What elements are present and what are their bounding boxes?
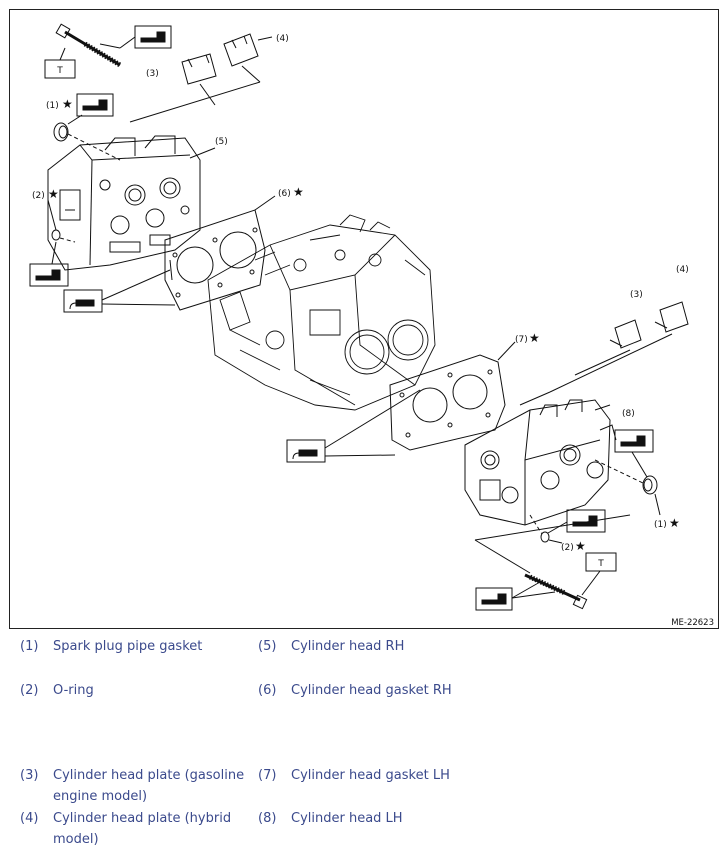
cylinder-head-rh (47, 135, 201, 271)
legend-number: (2) (20, 683, 39, 698)
legend-number: (8) (258, 811, 277, 826)
callout-6: (6) (278, 189, 291, 199)
bolt-bottom-right (524, 573, 588, 610)
legend-number: (6) (258, 683, 277, 698)
torque-tag-top-label: T (56, 66, 63, 76)
legend-label: Cylinder head plate (hybrid model) (53, 811, 232, 847)
torque-tag-bottom (585, 552, 617, 572)
legend-label: Cylinder head LH (291, 811, 403, 826)
legend-label: Cylinder head gasket LH (291, 768, 450, 783)
legend-label: Spark plug pipe gasket (53, 639, 203, 654)
legend-number: (7) (258, 768, 277, 783)
callout-7: (7) (515, 335, 528, 345)
oil-icon-o-ring-right (547, 509, 606, 534)
plate-4-top (223, 33, 273, 67)
star-1-right: ★ (669, 516, 680, 530)
gasket-1-right (642, 475, 658, 495)
legend-number: (3) (20, 768, 39, 783)
callout-1-right: (1) (654, 520, 667, 530)
oil-icon-gasket-top (67, 93, 114, 125)
figure-code: ME-22623 (671, 618, 714, 628)
oil-icon-gasket-right (614, 429, 654, 478)
cylinder-head-gasket-lh (389, 354, 506, 451)
callout-1-top: (1) (46, 101, 59, 111)
cylinder-head-gasket-rh (164, 209, 266, 311)
engine-block (207, 214, 436, 411)
legend-number: (1) (20, 639, 39, 654)
star-6: ★ (293, 185, 304, 199)
callout-5: (5) (215, 137, 228, 147)
legend-number: (4) (20, 811, 39, 826)
legend-label: Cylinder head gasket RH (291, 683, 452, 698)
plate-3-top (181, 53, 217, 85)
gasket-1-top (53, 122, 69, 142)
o-ring-2-top (47, 199, 61, 241)
callout-2-right: (2) (561, 543, 574, 553)
callout-2-top: (2) (32, 191, 45, 201)
oil-icon-o-ring-top (29, 241, 69, 287)
sealant-icon-rh (63, 269, 176, 313)
star-7: ★ (529, 331, 540, 345)
o-ring-2-right (540, 531, 550, 543)
plate-4-right (654, 301, 689, 333)
diagram-drawing: T T (1) ★ (2) ★ (3) (4) (5) (6) ★ (7) ★ … (29, 23, 714, 628)
oil-icon-bottom (475, 581, 556, 611)
legend-label: Cylinder head plate (gasoline engine mod… (53, 768, 245, 804)
bolt-top-left (55, 23, 122, 68)
callout-4-right: (4) (676, 265, 689, 275)
callout-3-right: (3) (630, 290, 643, 300)
callout-4-top: (4) (276, 34, 289, 44)
torque-tag-bottom-label: T (597, 559, 604, 569)
plate-3-right (609, 319, 642, 349)
callout-8: (8) (622, 409, 635, 419)
sealant-icon-lh (286, 389, 421, 463)
exploded-diagram: T T (1) ★ (2) ★ (3) (4) (5) (6) ★ (7) ★ … (9, 9, 719, 629)
star-2-top: ★ (48, 187, 59, 201)
legend-label: Cylinder head RH (291, 639, 405, 654)
legend-label: O-ring (53, 683, 94, 698)
star-2-right: ★ (575, 539, 586, 553)
oil-icon-top (99, 25, 172, 49)
cylinder-head-lh (464, 399, 617, 526)
legend-number: (5) (258, 639, 277, 654)
callout-3-top: (3) (146, 69, 159, 79)
star-1-top: ★ (62, 97, 73, 111)
